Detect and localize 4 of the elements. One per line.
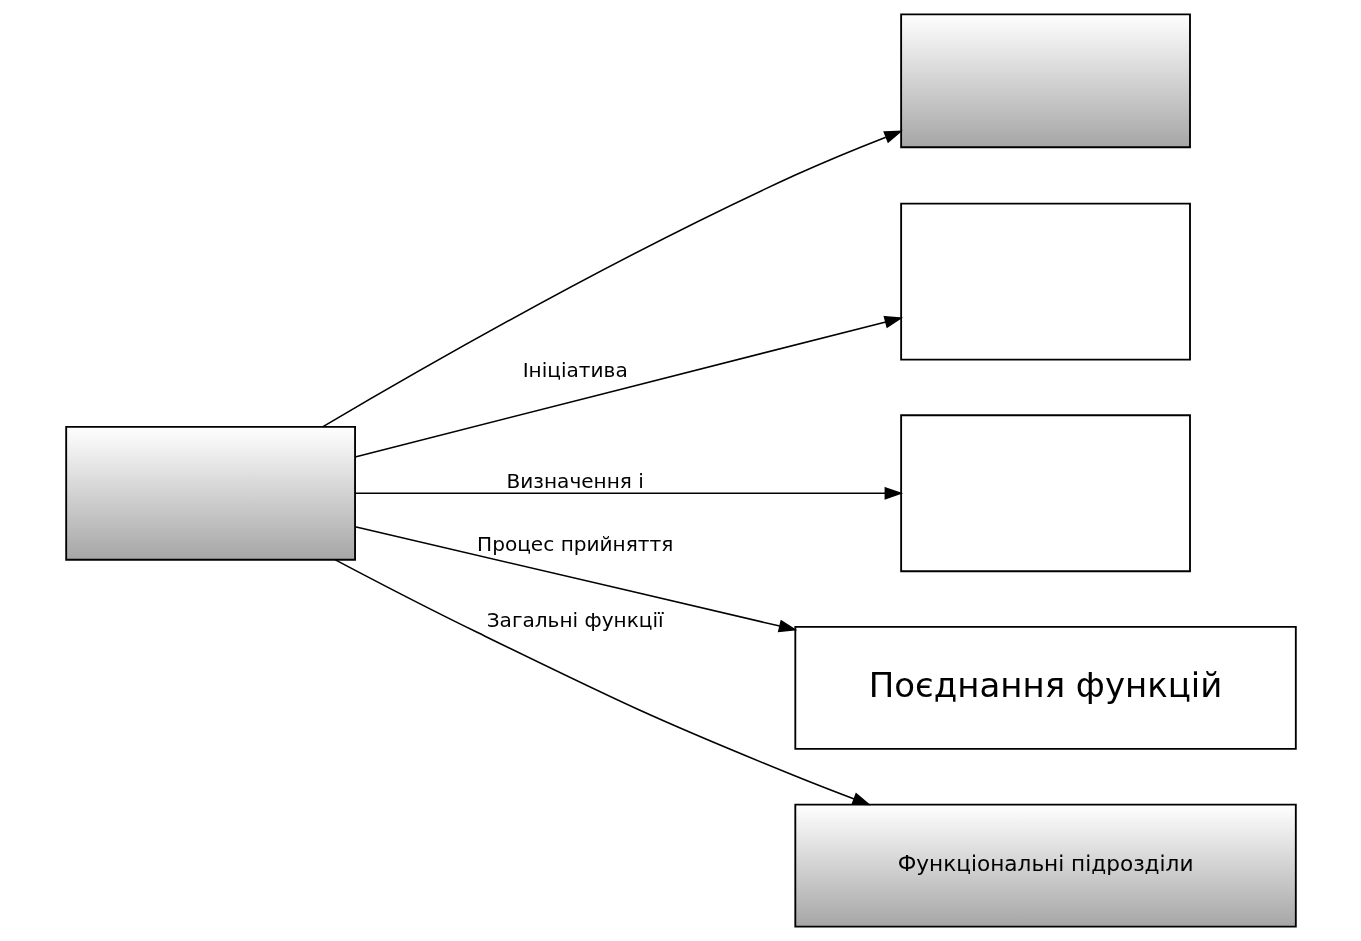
edge-label: Загальні функції — [486, 607, 664, 632]
edge-label: Визначення і — [505, 468, 644, 493]
edge-label: Ініціатива — [522, 357, 628, 382]
edge-label: Процес прийняття — [476, 532, 673, 557]
